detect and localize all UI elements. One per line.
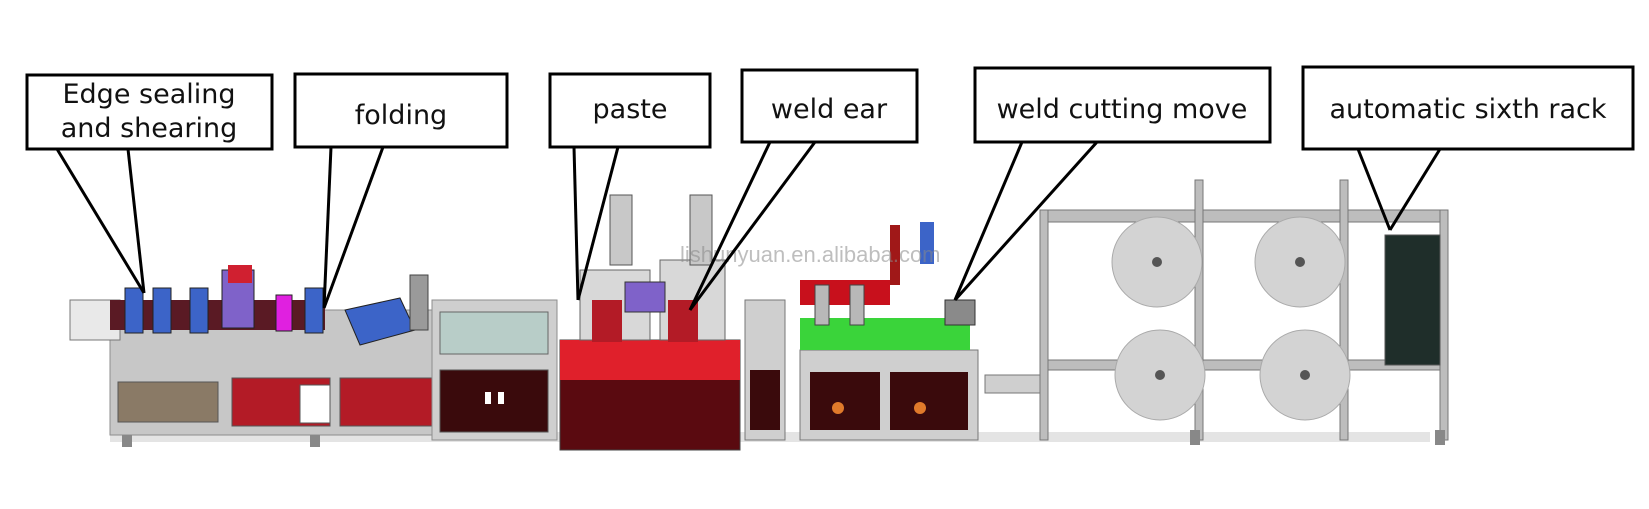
callout-box [973,66,1272,144]
callout-automatic-sixth-rack: automatic sixth rack [1301,65,1635,231]
callout-box [740,68,919,144]
callout-weld-cutting-move: weld cutting move [953,66,1272,302]
callout-paste: paste [548,72,712,301]
section-edge-folding [69,265,441,447]
section-paste-weld-ear [559,194,786,451]
section-conveyor [431,299,558,441]
callout-label: automatic sixth rack [1329,94,1606,125]
callout-folding: folding [293,72,509,309]
machine-illustration [69,179,1449,451]
callout-box [548,72,712,149]
callout-edge-sealing: Edge sealing and shearing [25,73,274,294]
callout-box [1301,65,1635,151]
section-sixth-rack [984,179,1449,445]
callout-label-line-2: and shearing [61,113,238,144]
callout-label: folding [355,100,447,131]
callout-label-line-1: Edge sealing [62,79,235,110]
callout-label: weld cutting move [997,94,1248,125]
callout-label: paste [593,94,668,125]
section-weld-cutting [799,222,979,441]
callout-label: weld ear [771,94,888,125]
callout-box [25,73,274,151]
callout-weld-ear: weld ear [688,68,919,311]
callout-box [293,72,509,149]
